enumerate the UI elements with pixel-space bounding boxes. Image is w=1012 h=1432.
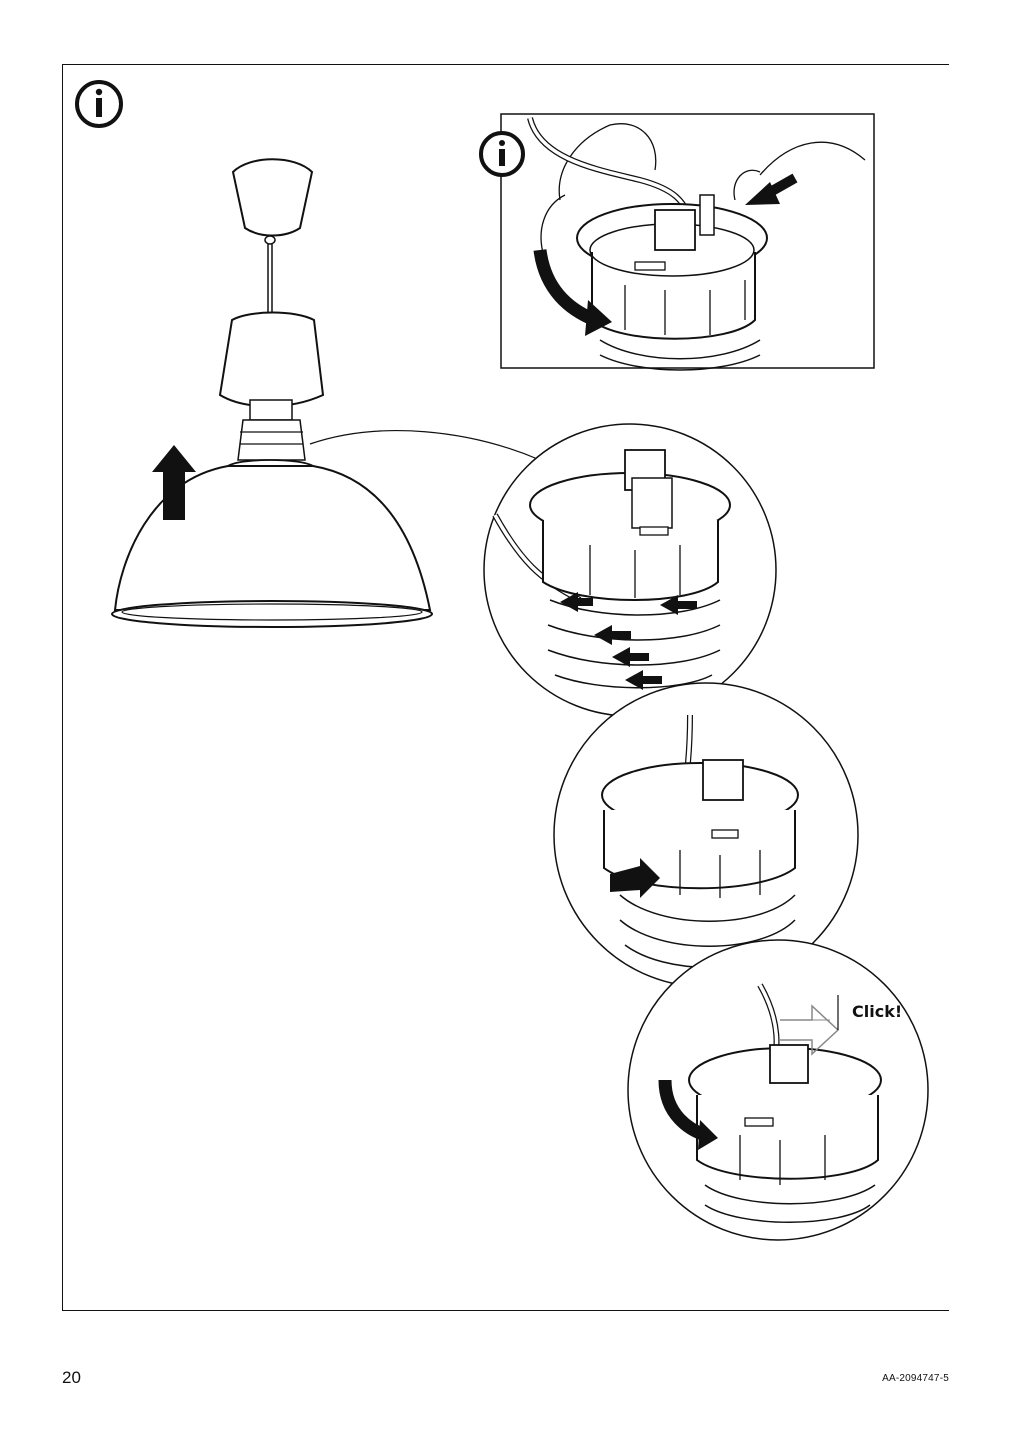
page-number: 20 bbox=[62, 1368, 81, 1387]
info-icon bbox=[479, 131, 525, 177]
detail-circle-2 bbox=[553, 682, 859, 988]
detail-circle-3: Click! bbox=[627, 939, 929, 1241]
step-frame bbox=[62, 64, 949, 1311]
pendant-lamp bbox=[111, 158, 541, 628]
arrow-icon bbox=[560, 592, 697, 690]
push-arrow-icon bbox=[745, 182, 780, 205]
up-arrow-icon bbox=[152, 445, 196, 520]
click-arrow-icon bbox=[780, 995, 840, 1056]
click-label: Click! bbox=[852, 1002, 902, 1021]
document-code: AA-2094747-5 bbox=[882, 1373, 949, 1384]
detail-circle-1 bbox=[483, 423, 777, 717]
arrow-icon bbox=[610, 858, 660, 898]
detail-inset-box bbox=[479, 113, 875, 371]
info-icon bbox=[75, 80, 123, 128]
